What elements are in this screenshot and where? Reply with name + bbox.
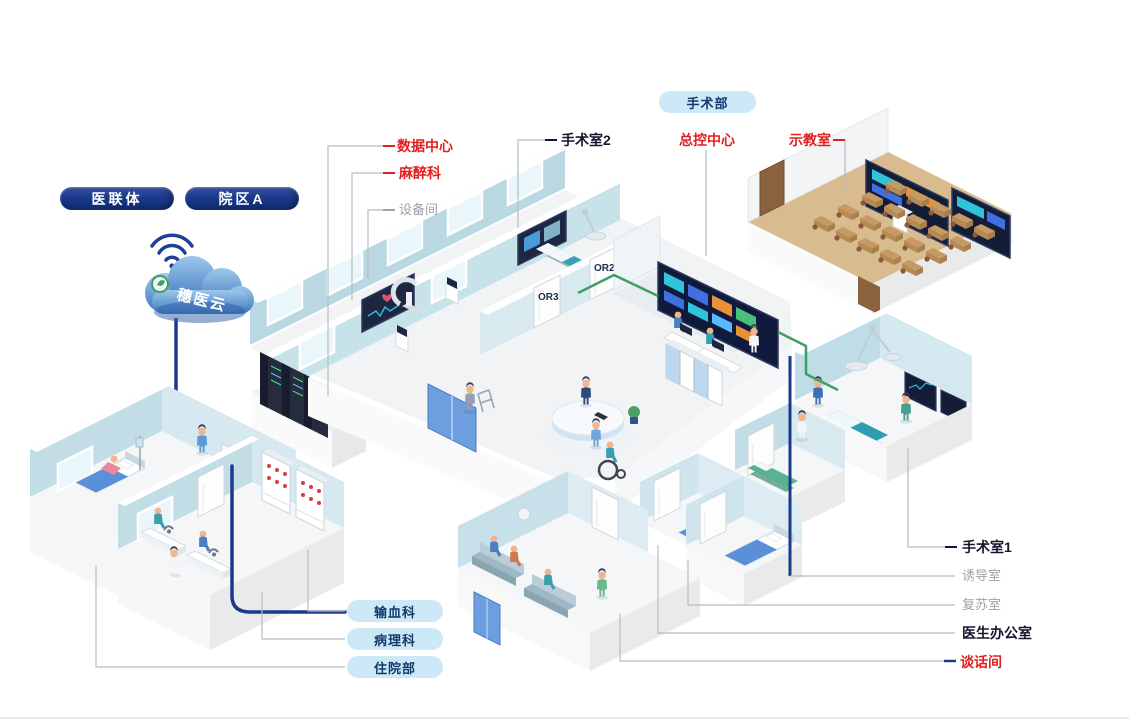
or2-room-screen (517, 209, 567, 267)
callout-operating-room-1: 手术室1 (962, 539, 1012, 555)
cloud-cable-lower (230, 464, 347, 614)
green-link-control-to-or1 (777, 330, 839, 392)
callout-master-control-center: 总控中心 (679, 132, 735, 148)
or2-surgical-lamp (582, 209, 607, 241)
wheelchair-patient-group (590, 418, 626, 481)
reception-desk (542, 376, 640, 456)
page-bottom-divider (0, 717, 1129, 719)
patient-with-walker (464, 382, 495, 414)
reception-plant (628, 406, 640, 418)
callout-anesthesiology: 麻醉科 (399, 165, 441, 181)
anesthesia-cart (395, 325, 409, 353)
or2-wall-tag: OR2 (594, 263, 615, 274)
callout-talk-room: 谈话间 (960, 654, 1002, 670)
wifi-icon (150, 233, 194, 269)
recovery-induction-rooms (640, 453, 802, 606)
classroom-front-door (858, 276, 880, 315)
cloud-icon: 穗医云 (145, 256, 254, 323)
green-link-or-to-control (577, 273, 659, 298)
callout-leader-lines (95, 139, 957, 668)
talk-room-block (458, 471, 700, 671)
ultrasound-cart (445, 277, 459, 305)
or1-surgical-lamp (844, 325, 902, 371)
callout-data-center: 数据中心 (397, 138, 453, 154)
pill-pathology: 病理科 (347, 628, 443, 650)
callout-induction-room: 诱导室 (962, 568, 1002, 583)
waiting-room-blue-door (473, 591, 501, 646)
pill-blood-bank: 输血科 (347, 600, 443, 622)
ward-patient (101, 455, 121, 475)
exam-table (748, 462, 798, 492)
demo-classroom-block (747, 107, 1012, 315)
network-cables (230, 273, 839, 614)
c-arm-machine (390, 277, 422, 313)
classroom-door (759, 159, 785, 217)
callout-operating-room-2: 手术室2 (561, 132, 611, 148)
locker-cabinets (665, 340, 730, 407)
operating-room-1-block (795, 310, 972, 482)
callout-doctor-office: 医生办公室 (962, 625, 1032, 641)
badge-surgery-department: 手术部 (659, 91, 756, 113)
entrance-double-doors (427, 383, 477, 453)
master-control-center-block (612, 215, 782, 407)
classroom-screen-2 (951, 186, 1011, 260)
medical-cloud: 穗医云 (145, 233, 254, 323)
callout-equipment-room: 设备间 (399, 202, 439, 217)
callout-recovery-room: 复苏室 (962, 597, 1002, 612)
callout-demo-classroom: 示教室 (789, 132, 831, 148)
pill-inpatient: 住院部 (347, 656, 443, 678)
wall-clock (517, 507, 531, 521)
badge-campus-a: 院区A (185, 187, 299, 210)
or3-wall-tag: OR3 (538, 292, 559, 303)
video-wall (657, 260, 779, 370)
badge-medical-alliance: 医联体 (60, 187, 174, 210)
iv-stand (135, 436, 144, 470)
